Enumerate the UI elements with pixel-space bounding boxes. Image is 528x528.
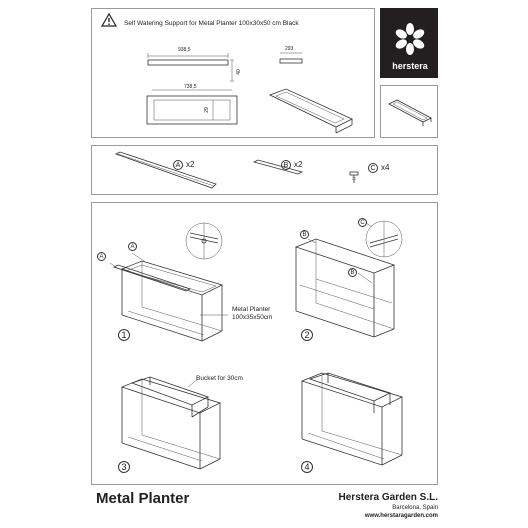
brand-panel: herstera bbox=[380, 8, 438, 78]
step3-planter-drawing bbox=[120, 376, 222, 470]
screw-icon bbox=[349, 171, 359, 183]
steps-panel: A A Metal Planter 100x35x50cm 1 B B C 2 … bbox=[91, 202, 438, 485]
footer-company: Herstera Garden S.L. bbox=[338, 492, 438, 503]
step2-number: 2 bbox=[301, 329, 313, 341]
step1-number: 1 bbox=[118, 329, 130, 341]
dim-inner-height: 29 bbox=[203, 107, 210, 113]
part-a-qty: x2 bbox=[186, 160, 195, 169]
part-c-qty: x4 bbox=[381, 163, 390, 172]
step3-bucket-label: Bucket for 30cm bbox=[196, 375, 243, 382]
header-panel: Self Watering Support for Metal Planter … bbox=[91, 8, 375, 138]
step1-planter-size: 100x35x50cm bbox=[232, 314, 273, 321]
dim-small-width: 293 bbox=[285, 46, 294, 52]
step1-callout-a-left: A bbox=[97, 252, 106, 261]
dim-inner-length: 738,5 bbox=[184, 84, 197, 90]
footer-website: www.herstaragarden.com bbox=[364, 513, 438, 519]
part-c-letter: C bbox=[368, 163, 378, 173]
step3-number: 3 bbox=[118, 461, 130, 473]
flower-logo-icon bbox=[395, 23, 425, 55]
small-bar-drawing bbox=[279, 52, 303, 64]
footer-city: Barcelona, Spain bbox=[392, 505, 438, 511]
warning-icon bbox=[100, 12, 118, 27]
step2-callout-b-left: B bbox=[300, 230, 309, 239]
top-bar-drawing bbox=[147, 53, 234, 82]
parts-drawings bbox=[114, 151, 359, 189]
step4-planter-drawing bbox=[300, 372, 404, 466]
step4-number: 4 bbox=[301, 461, 313, 473]
step2-callout-b-mid: B bbox=[348, 268, 357, 277]
frame-preview-drawing bbox=[388, 99, 432, 126]
frame-iso-drawing bbox=[268, 88, 353, 134]
header-drawings bbox=[100, 12, 353, 134]
header-title: Self Watering Support for Metal Planter … bbox=[124, 20, 299, 27]
part-a-letter: A bbox=[173, 160, 183, 170]
steps-drawings bbox=[109, 220, 404, 470]
dim-top-length: 938,5 bbox=[178, 47, 191, 53]
dim-side-height: 40 bbox=[235, 69, 242, 75]
step2-callout-c: C bbox=[358, 218, 367, 227]
step1-planter-drawing bbox=[109, 222, 228, 342]
part-a-drawing bbox=[114, 151, 217, 189]
step1-callout-a-top: A bbox=[128, 242, 137, 251]
frame-top-view-drawing bbox=[146, 89, 238, 125]
step1-planter-label: Metal Planter bbox=[232, 306, 271, 313]
brand-name: herstera bbox=[392, 61, 428, 71]
part-b-drawing bbox=[252, 159, 304, 175]
part-b-qty: x2 bbox=[294, 160, 303, 169]
parts-panel: A x2 B x2 C x4 bbox=[91, 145, 438, 195]
footer-product-title: Metal Planter bbox=[96, 490, 190, 507]
preview-panel bbox=[380, 85, 438, 138]
step2-planter-drawing bbox=[294, 220, 403, 338]
part-b-letter: B bbox=[281, 160, 291, 170]
